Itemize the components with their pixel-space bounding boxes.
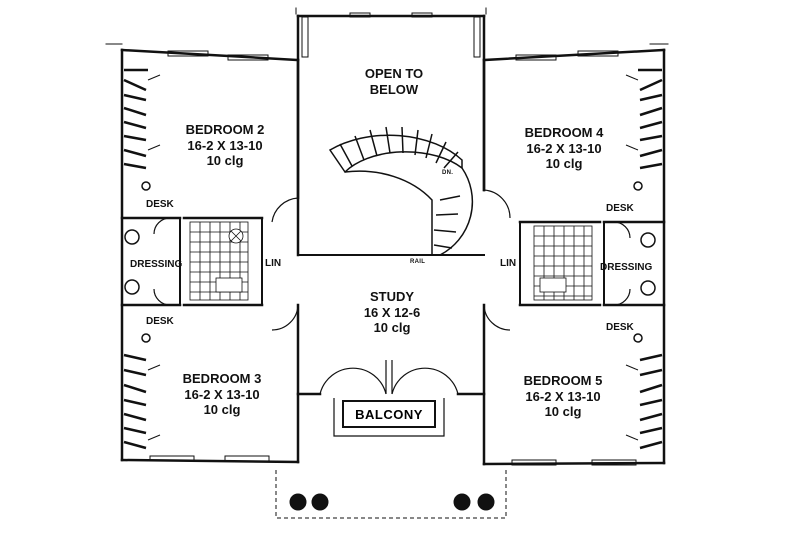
room-size: 16-2 X 13-10 [184,386,260,402]
staircase [328,126,474,256]
bath-right [533,225,593,301]
dressing-label: DRESSING [600,262,653,273]
open-line-2: BELOW [369,81,419,97]
open-to-below: OPEN TO BELOW [344,66,444,97]
balcony-rail [333,398,445,437]
room-name: BEDROOM 3 [182,371,262,386]
open-line-1: OPEN TO [364,66,424,81]
desk-label: DESK [146,199,174,210]
desk-label: DESK [606,203,634,214]
room-size: 16-2 X 13-10 [526,140,602,156]
room-ceiling: 10 clg [206,153,244,169]
room-size: 16 X 12-6 [363,304,421,320]
room-bedroom-4: BEDROOM 4 16-2 X 13-10 10 clg [509,125,619,172]
room-bedroom-3: BEDROOM 3 16-2 X 13-10 10 clg [167,371,277,418]
room-ceiling: 10 clg [544,404,582,420]
doors [153,189,631,395]
room-size: 16-2 X 13-10 [187,137,263,153]
fixtures [124,181,656,343]
porch [275,470,507,519]
room-size: 16-2 X 13-10 [525,388,601,404]
rail-label: RAIL [410,259,426,265]
linen-label: LIN [265,258,282,269]
desk-label: DESK [146,316,174,327]
room-ceiling: 10 clg [203,402,241,418]
down-label: DN. [442,170,454,176]
room-name: STUDY [369,289,415,304]
bath-left [189,221,249,301]
closet-hatching [123,68,663,450]
room-bedroom-2: BEDROOM 2 16-2 X 13-10 10 clg [170,122,280,169]
desk-label: DESK [606,322,634,333]
room-bedroom-5: BEDROOM 5 16-2 X 13-10 10 clg [508,373,618,420]
dressing-label: DRESSING [130,259,183,270]
room-name: BEDROOM 4 [524,125,604,140]
closet-doors [147,74,639,441]
windows [149,12,637,466]
linen-label: LIN [500,258,517,269]
balcony-label: BALCONY [342,400,436,428]
walls [105,7,669,466]
room-ceiling: 10 clg [545,156,583,172]
room-name: BEDROOM 2 [185,122,265,137]
room-study: STUDY 16 X 12-6 10 clg [344,289,440,336]
room-ceiling: 10 clg [373,320,411,336]
room-name: BEDROOM 5 [523,373,603,388]
